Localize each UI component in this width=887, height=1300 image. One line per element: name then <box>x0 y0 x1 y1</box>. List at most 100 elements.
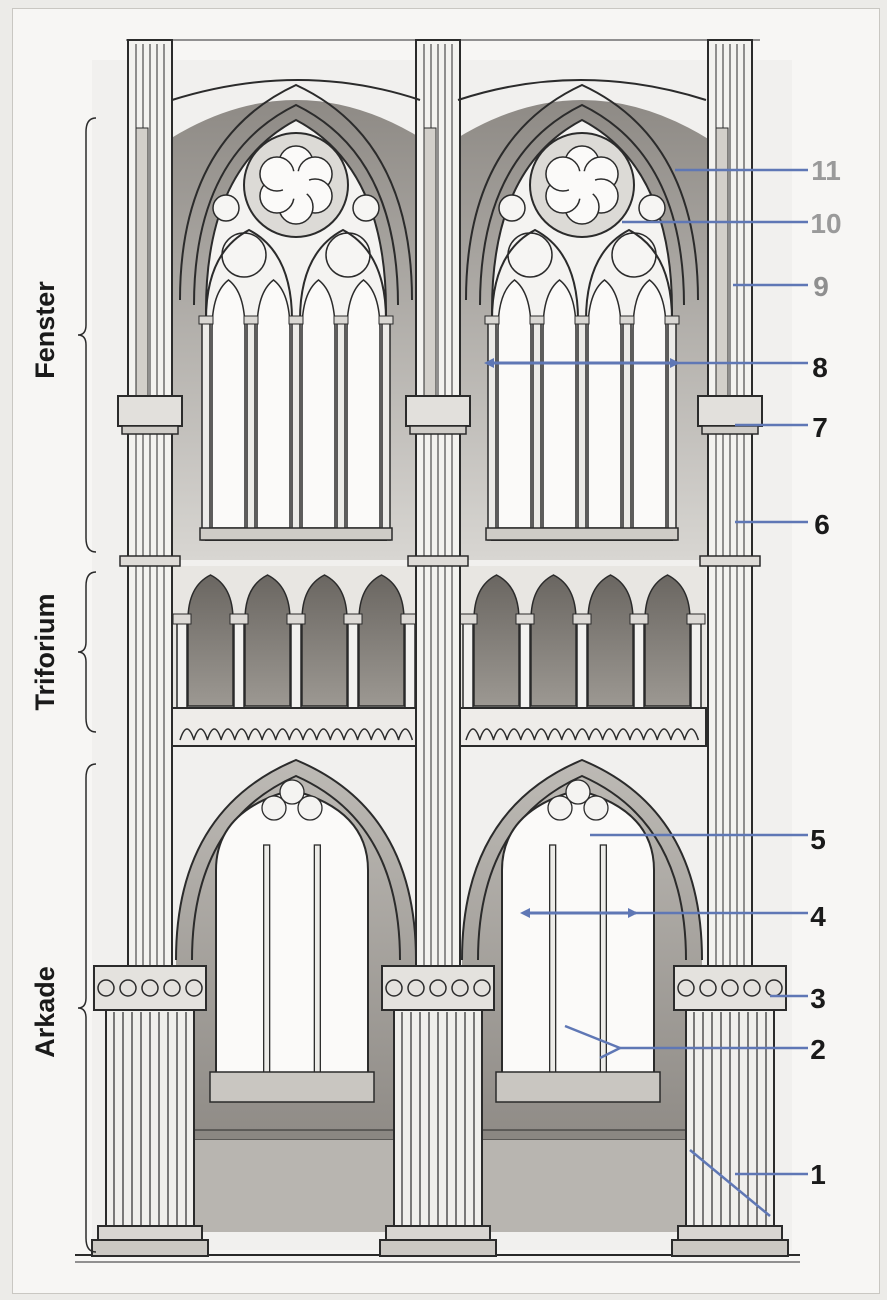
triforium-opening <box>587 574 634 707</box>
capital-leaf <box>407 979 425 997</box>
section-label-arkade: Arkade <box>30 966 60 1058</box>
oculus <box>498 194 526 222</box>
triforium-balustrade <box>171 707 421 747</box>
aisle-window-sill <box>209 1071 375 1103</box>
triforium-colonnette <box>176 619 188 709</box>
section-label-fenster: Fenster <box>30 281 60 379</box>
colonnette-capital <box>172 613 192 625</box>
triforium-opening <box>244 574 291 707</box>
arcade-arch-inner-left <box>191 774 401 961</box>
callout-number-4: 4 <box>810 901 826 932</box>
callout-number-3: 3 <box>810 983 826 1014</box>
balustrade-quatrefoil <box>383 728 400 741</box>
pier-plinth <box>671 1239 789 1257</box>
capital-leaf <box>473 979 491 997</box>
colonnette-capital <box>286 613 306 625</box>
balustrade-quatrefoil <box>329 728 345 741</box>
mullion <box>291 317 301 541</box>
balustrade-quatrefoil <box>370 728 386 741</box>
clerestory-outer-arch-right <box>465 83 699 301</box>
mullion-capital <box>664 315 680 325</box>
tracery-foil <box>547 795 573 821</box>
tracery-foil <box>261 795 287 821</box>
section-brackets <box>77 117 97 1253</box>
oculus <box>507 232 553 278</box>
tracery-foil <box>565 779 591 805</box>
arcade-capital-left <box>93 965 207 1011</box>
pier-base <box>385 1225 491 1241</box>
triforium-colonnette <box>633 619 645 709</box>
capital-leaf <box>185 979 203 997</box>
colonnette-capital <box>572 613 592 625</box>
dado-molding <box>453 1129 711 1141</box>
aisle-window-sill <box>495 1071 661 1103</box>
bracket-triforium <box>77 571 97 733</box>
balustrade-quatrefoil <box>233 728 250 741</box>
triforium-opening <box>530 574 577 707</box>
string-course <box>699 555 761 567</box>
string-course <box>407 555 469 567</box>
balustrade-quatrefoil <box>206 728 223 741</box>
mullion <box>532 317 542 541</box>
clerestory-sill <box>485 527 679 541</box>
masonry-band <box>423 127 437 399</box>
arcade-capital-right <box>673 965 787 1011</box>
piers <box>91 39 789 1257</box>
clerestory-outer-arch-left <box>179 83 413 301</box>
callout-number-7: 7 <box>812 412 828 443</box>
lancet-light <box>346 279 381 529</box>
capital-leaf <box>699 979 717 997</box>
balustrade-quatrefoil <box>315 728 332 741</box>
mullion <box>201 317 211 541</box>
mullion-capital <box>288 315 304 325</box>
pier-base <box>97 1225 203 1241</box>
lancet-light <box>632 279 667 529</box>
leader-1-diag <box>689 1149 771 1217</box>
pier-base <box>677 1225 783 1241</box>
string-course <box>119 555 181 567</box>
balustrade-quatrefoil <box>669 728 686 741</box>
capital-leaf <box>385 979 403 997</box>
colonnette-capital <box>515 613 535 625</box>
capital-leaf <box>119 979 137 997</box>
clerestory-sill <box>199 527 393 541</box>
capital-leaf <box>141 979 159 997</box>
sub-arch-left <box>205 228 293 321</box>
mullion-capital <box>529 315 545 325</box>
callout-number-9: 9 <box>813 271 829 302</box>
triforium-colonnette <box>576 619 588 709</box>
mullion <box>381 317 391 541</box>
rose-center <box>282 171 310 199</box>
lancet-light <box>256 279 291 529</box>
callout-number-10: 10 <box>810 208 841 239</box>
arcade-arch-outer-left <box>175 758 417 961</box>
balustrade-quatrefoil <box>629 728 645 741</box>
triforium-opening <box>473 574 520 707</box>
oculus <box>638 194 666 222</box>
callout-number-1: 1 <box>810 1159 826 1190</box>
capital-leaf <box>97 979 115 997</box>
balustrade-quatrefoil <box>478 728 495 741</box>
mullion <box>336 317 346 541</box>
balustrade-quatrefoil <box>642 728 659 741</box>
capital-leaf <box>429 979 447 997</box>
callout-number-6: 6 <box>814 509 830 540</box>
balustrade-quatrefoil <box>179 728 195 741</box>
clerestory-inner-arch-left <box>193 103 399 306</box>
capital-leaf <box>721 979 739 997</box>
arcade-arch-outer-right <box>461 758 703 961</box>
arcade-capital-middle <box>381 965 495 1011</box>
leader-2-b <box>564 1024 621 1050</box>
mullion-capital <box>198 315 214 325</box>
aisle-window-left <box>215 788 369 1101</box>
mullion-capital <box>484 315 500 325</box>
shaft-capital-left <box>117 395 183 427</box>
aisle-mullion <box>599 844 607 1074</box>
balustrade-quatrefoil <box>343 728 359 741</box>
leader-2-a <box>599 1046 621 1060</box>
aisle-mullion <box>263 844 271 1074</box>
oculus <box>352 194 380 222</box>
colonnette-capital <box>686 613 706 625</box>
shaft-capital-right <box>697 395 763 427</box>
